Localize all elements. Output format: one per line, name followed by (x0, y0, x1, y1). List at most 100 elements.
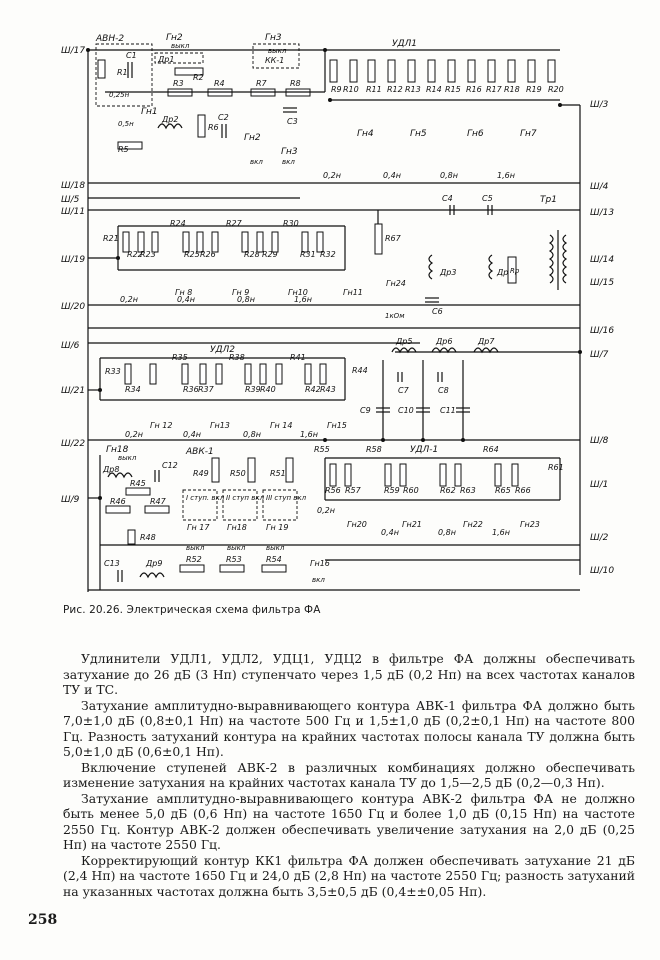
svg-text:Гн23: Гн23 (520, 520, 540, 529)
svg-text:0,25н: 0,25н (109, 91, 130, 99)
svg-text:вкл: вкл (282, 158, 295, 166)
svg-text:R15: R15 (445, 85, 461, 94)
svg-text:R58: R58 (366, 445, 382, 454)
paragraph-kk1: Корректирующий контур КК1 фильтра ФА дол… (63, 852, 635, 899)
paragraph-avk2: Затухание амплитудно-выравнивающего конт… (63, 790, 635, 853)
svg-text:R5: R5 (118, 145, 129, 154)
block-udl2-label: УДЛ2 (210, 345, 235, 355)
svg-text:Др9: Др9 (145, 559, 162, 568)
terminal-sh3: Ш/3 (590, 100, 609, 110)
svg-text:выкл: выкл (118, 454, 137, 462)
svg-text:R29: R29 (262, 250, 278, 259)
svg-text:Гн5: Гн5 (410, 129, 427, 139)
svg-text:0,4н: 0,4н (177, 295, 195, 304)
svg-text:R11: R11 (366, 85, 382, 94)
svg-text:R64: R64 (483, 445, 499, 454)
svg-text:R66: R66 (515, 486, 531, 495)
svg-text:Гн20: Гн20 (347, 520, 367, 529)
terminal-sh4: Ш/4 (590, 182, 609, 192)
figure-caption: Рис. 20.26. Электрическая схема фильтра … (63, 604, 321, 616)
terminal-sh1: Ш/1 (590, 480, 608, 490)
svg-text:0,2н: 0,2н (120, 295, 138, 304)
svg-text:R14: R14 (426, 85, 442, 94)
svg-text:Rр: Rр (510, 267, 520, 275)
svg-text:выкл: выкл (268, 47, 287, 55)
svg-text:R19: R19 (526, 85, 542, 94)
svg-text:0,8н: 0,8н (237, 295, 255, 304)
svg-text:Гн13: Гн13 (210, 421, 230, 430)
svg-text:Др8: Др8 (102, 465, 119, 474)
svg-text:R1: R1 (117, 68, 128, 77)
svg-text:C5: C5 (482, 194, 493, 203)
svg-text:R24: R24 (170, 219, 186, 228)
svg-text:Гн15: Гн15 (327, 421, 347, 430)
gn2-label: Гн2 (166, 33, 183, 43)
svg-text:III ступ вкл: III ступ вкл (266, 494, 307, 502)
terminal-sh5: Ш/5 (61, 195, 80, 205)
svg-text:R6: R6 (208, 123, 219, 132)
terminal-sh16: Ш/16 (590, 326, 614, 336)
terminal-sh8: Ш/8 (590, 436, 609, 446)
svg-text:Гн18: Гн18 (106, 445, 129, 455)
svg-text:R60: R60 (403, 486, 419, 495)
svg-text:0,8н: 0,8н (438, 528, 456, 537)
svg-text:R55: R55 (314, 445, 330, 454)
terminal-sh21: Ш/21 (61, 386, 85, 396)
svg-text:Гн7: Гн7 (520, 129, 537, 139)
svg-text:C1: C1 (126, 51, 137, 60)
svg-text:C4: C4 (442, 194, 453, 203)
terminal-sh9: Ш/9 (61, 495, 80, 505)
terminal-sh20: Ш/20 (61, 302, 85, 312)
svg-text:R43: R43 (320, 385, 336, 394)
svg-text:Гн21: Гн21 (402, 520, 422, 529)
svg-text:Гн24: Гн24 (386, 279, 406, 288)
svg-text:0,2н: 0,2н (125, 430, 143, 439)
avk1-section: АВК-1 Гн18 выкл Др8 C12 R45 R46 R47 R48 … (99, 445, 330, 590)
svg-text:R65: R65 (495, 486, 511, 495)
svg-text:R33: R33 (105, 367, 121, 376)
avn2-section: АВН-2 R1 C1 0,25н Гн1 0,5н Гн2 выкл Др1 … (95, 33, 326, 166)
svg-text:R32: R32 (320, 250, 336, 259)
svg-text:Гн10: Гн10 (288, 288, 308, 297)
block-udl1-label: УДЛ1 (392, 39, 417, 49)
svg-text:Гн16: Гн16 (310, 559, 330, 568)
svg-text:R13: R13 (405, 85, 421, 94)
svg-text:Гн2: Гн2 (244, 133, 261, 143)
right-terminals: Ш/3 Ш/4 Ш/13 Ш/14 Ш/15 Ш/16 Ш/7 Ш/8 Ш/1 … (590, 100, 614, 576)
svg-text:1,6н: 1,6н (294, 295, 312, 304)
svg-text:Гн 12: Гн 12 (150, 421, 172, 430)
svg-text:C9: C9 (360, 406, 371, 415)
svg-text:R52: R52 (186, 555, 202, 564)
svg-text:1,6н: 1,6н (492, 528, 510, 537)
svg-text:Гн 17: Гн 17 (187, 523, 210, 532)
terminal-sh22: Ш/22 (61, 439, 85, 449)
paragraph-avk2-stages: Включение ступеней АВК-2 в различных ком… (63, 759, 635, 791)
filter-fa-schematic: Ш/17 Ш/18 Ш/5 Ш/11 Ш/19 Ш/20 Ш/6 Ш/21 Ш/… (61, 33, 614, 592)
svg-text:R37: R37 (198, 385, 215, 394)
body-text: Удлинители УДЛ1, УДЛ2, УДЦ1, УДЦ2 в филь… (63, 651, 635, 899)
lc-ladder: Др5 Др6 Др7 C7 C8 C9 C10 C11 (360, 337, 499, 440)
svg-text:R47: R47 (150, 497, 167, 506)
svg-text:вкл: вкл (250, 158, 263, 166)
terminal-sh11: Ш/11 (61, 207, 85, 217)
svg-text:R53: R53 (226, 555, 242, 564)
svg-text:R7: R7 (256, 79, 268, 88)
svg-text:R18: R18 (504, 85, 520, 94)
terminal-sh10: Ш/10 (590, 566, 614, 576)
svg-text:Гн 9: Гн 9 (232, 288, 249, 297)
svg-text:R3: R3 (173, 79, 184, 88)
paragraph-udl: Удлинители УДЛ1, УДЛ2, УДЦ1, УДЦ2 в филь… (63, 651, 635, 697)
terminal-sh15: Ш/15 (590, 278, 614, 288)
svg-text:C11: C11 (440, 406, 456, 415)
filter-lc-section: C4 C5 Др3 C6 Др4 Rр Тр1 (425, 194, 568, 316)
gn3-label: Гн3 (265, 33, 282, 43)
svg-text:C8: C8 (438, 386, 449, 395)
terminal-sh14: Ш/14 (590, 255, 614, 265)
svg-text:0,4н: 0,4н (183, 430, 201, 439)
svg-text:C7: C7 (398, 386, 410, 395)
svg-text:R17: R17 (486, 85, 503, 94)
svg-text:R36: R36 (183, 385, 199, 394)
svg-text:R45: R45 (130, 479, 146, 488)
svg-text:R39: R39 (245, 385, 261, 394)
